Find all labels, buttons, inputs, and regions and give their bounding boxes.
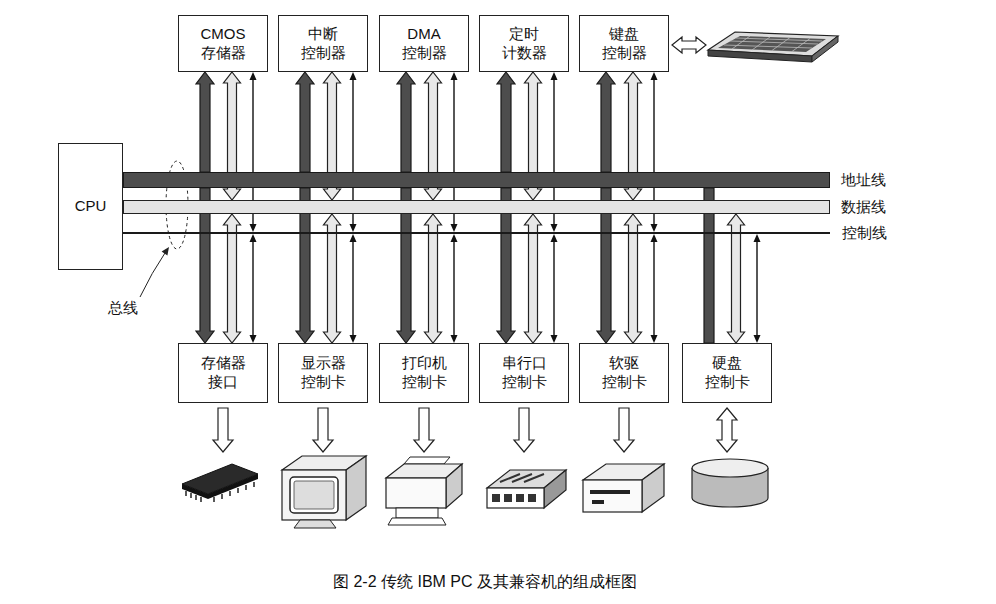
component-box: 存储器 接口 [178, 343, 268, 403]
component-box: 软驱 控制卡 [579, 343, 669, 403]
device-link-arrow [313, 408, 333, 452]
box-label: DMA 控制器 [393, 25, 455, 63]
floppy-drive-icon [642, 464, 664, 512]
monitor-screen [294, 481, 334, 509]
printer-icon [446, 464, 462, 508]
control-arrow [250, 234, 257, 343]
memory-chip-icon [208, 474, 258, 499]
address-arrow [497, 72, 515, 172]
bus-line: 控制线 [123, 232, 830, 234]
component-box: 硬盘 控制卡 [682, 343, 772, 403]
control-arrow [754, 234, 761, 343]
box-label: 软驱 控制卡 [593, 354, 655, 392]
leader-head [162, 247, 169, 256]
floppy-drive-icon [583, 480, 642, 512]
monitor-screen [290, 477, 338, 513]
bus-label: 数据线 [841, 198, 886, 216]
box-label: CPU [75, 197, 107, 216]
serial-device-stripes [500, 474, 544, 482]
component-box: 串行口 控制卡 [479, 343, 569, 403]
keyboard-link-arrow [672, 37, 706, 53]
address-arrow [597, 72, 615, 172]
bus-label: 地址线 [841, 171, 886, 189]
serial-port [516, 494, 524, 502]
box-label: 打印机 控制卡 [393, 354, 455, 392]
serial-device-icon [544, 470, 566, 508]
device-link-arrow [614, 408, 634, 452]
box-label: CMOS 存储器 [192, 25, 254, 63]
box-label: 定时 计数器 [493, 25, 555, 63]
address-arrow [196, 72, 214, 172]
monitor-base [294, 520, 336, 528]
floppy-slot [590, 490, 630, 494]
keyboard-keys [718, 36, 826, 52]
serial-port [528, 494, 536, 502]
component-box: CMOS 存储器 [178, 15, 268, 72]
device-link-arrow [213, 408, 233, 452]
component-box: 打印机 控制卡 [379, 343, 469, 403]
device-link-arrow [414, 408, 434, 452]
printer-icon [404, 457, 450, 464]
box-label: 串行口 控制卡 [493, 354, 555, 392]
component-box: 中断 控制器 [278, 15, 368, 72]
component-box: DMA 控制器 [379, 15, 469, 72]
box-label: 中断 控制器 [292, 25, 354, 63]
device-link-arrow [514, 408, 534, 452]
control-arrow [651, 234, 658, 343]
box-label: 存储器 接口 [192, 354, 254, 392]
figure-caption: 图 2-2 传统 IBM PC 及其兼容机的组成框图 [0, 572, 970, 591]
component-box: 键盘 控制器 [579, 15, 669, 72]
keyboard-keys [724, 36, 822, 52]
serial-device-icon [487, 488, 544, 508]
serial-port [504, 494, 512, 502]
bus-line: 地址线 [123, 172, 830, 188]
monitor-icon [282, 470, 346, 520]
serial-port [492, 494, 500, 502]
hard-disk-icon [692, 459, 768, 477]
address-arrow [296, 72, 314, 172]
leader-line [140, 253, 165, 297]
box-label: 键盘 控制器 [593, 25, 655, 63]
control-arrow [350, 234, 357, 343]
monitor-icon [346, 456, 366, 520]
memory-chip-pins [186, 482, 254, 502]
device-link-arrow [717, 408, 737, 452]
address-arrow [397, 72, 415, 172]
printer-icon [386, 478, 446, 508]
floppy-button [592, 500, 604, 504]
keyboard-icon [708, 50, 812, 62]
bus-line: 数据线 [123, 200, 830, 214]
control-arrow [451, 234, 458, 343]
component-box: 显示器 控制卡 [278, 343, 368, 403]
box-label: 显示器 控制卡 [292, 354, 354, 392]
bus-callout: 总线 [108, 299, 138, 317]
control-arrow [551, 234, 558, 343]
printer-tray [388, 518, 446, 525]
bus-label: 控制线 [842, 224, 887, 242]
printer-slot [396, 508, 438, 518]
component-box: 定时 计数器 [479, 15, 569, 72]
cpu-box: CPU [58, 143, 123, 270]
box-label: 硬盘 控制卡 [696, 354, 758, 392]
